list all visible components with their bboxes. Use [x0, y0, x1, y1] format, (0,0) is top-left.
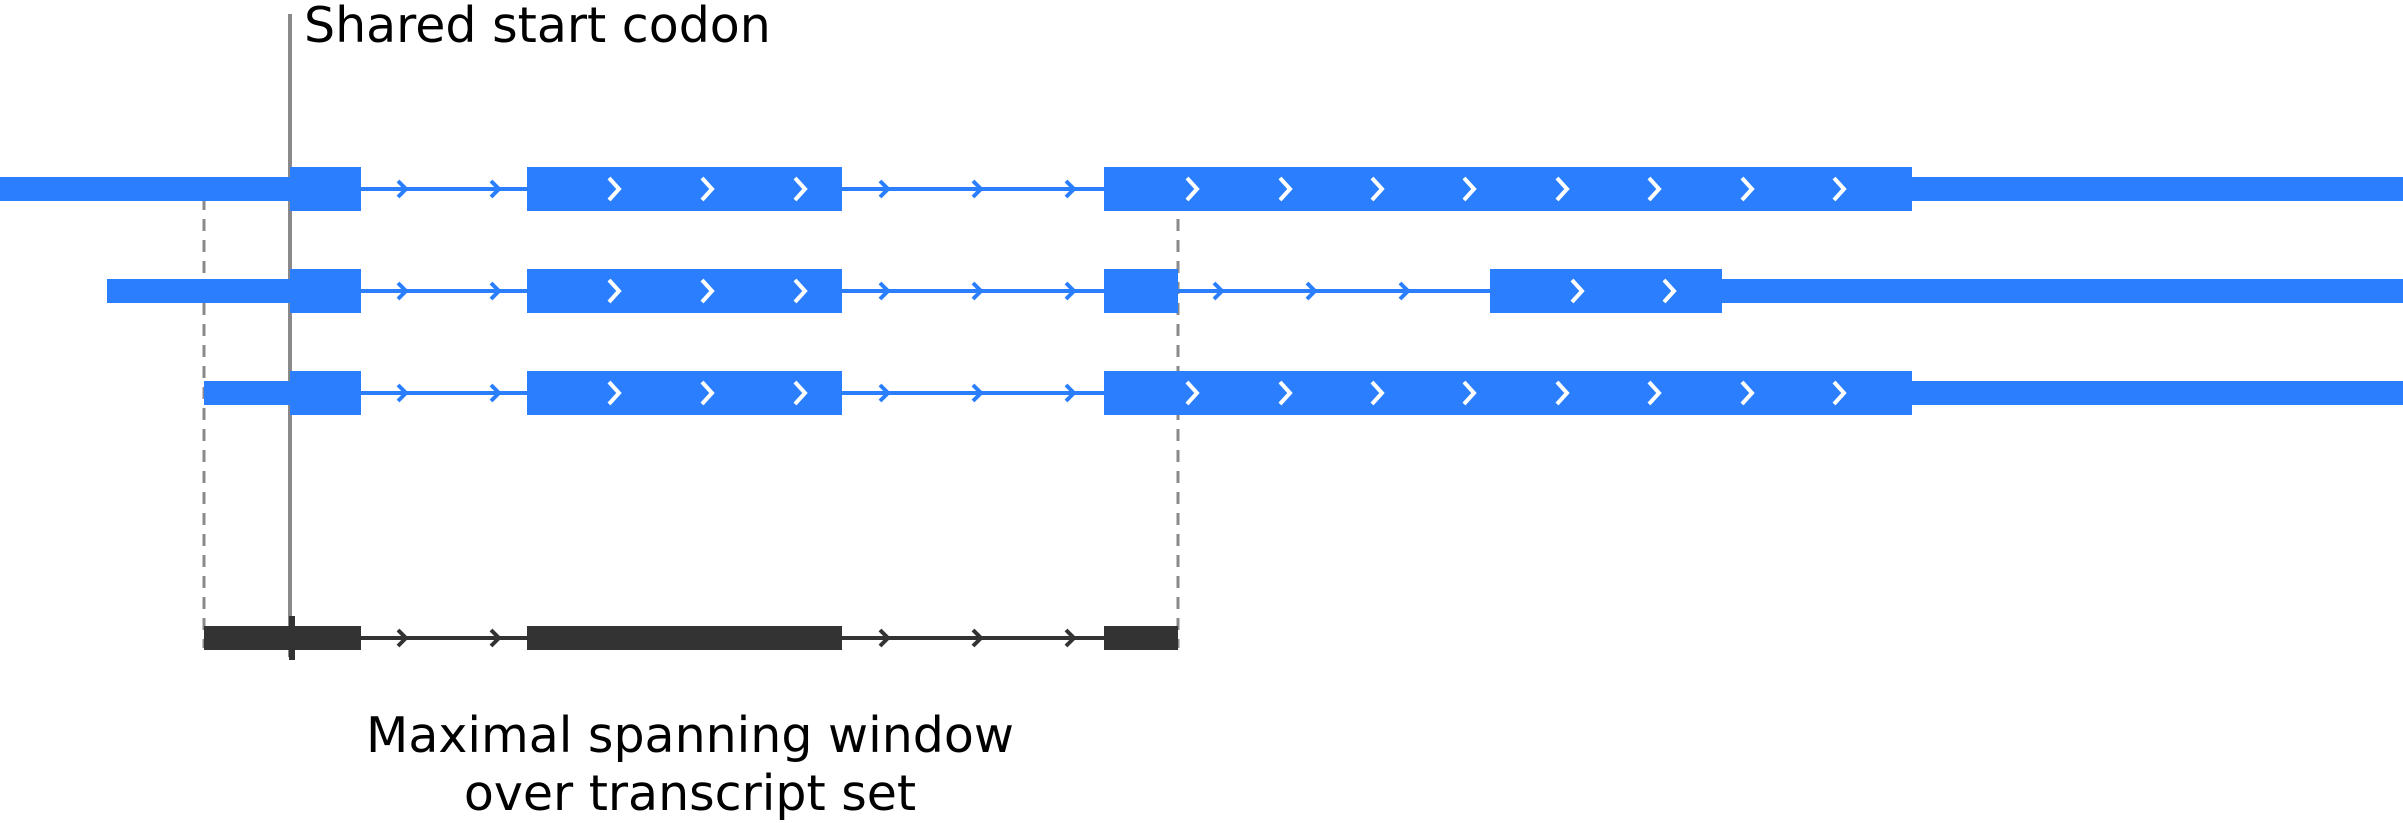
exon [290, 269, 361, 313]
exon [527, 269, 842, 313]
transcript-3 [204, 371, 2403, 415]
intron-chevron [1064, 281, 1077, 301]
exon-chevron [1462, 380, 1477, 406]
exon-chevron [700, 278, 715, 304]
utr-3prime [1912, 381, 2403, 405]
exon-chevron [700, 380, 715, 406]
exon-chevron [1832, 176, 1847, 202]
exon [527, 167, 842, 211]
exon-chevron [793, 176, 808, 202]
exon-chevron [1740, 176, 1755, 202]
window-label-line2: over transcript set [464, 765, 916, 822]
utr-3prime [1912, 177, 2403, 201]
intron-chevron [396, 281, 409, 301]
intron-chevron [1064, 179, 1077, 199]
intron-chevron [1212, 281, 1225, 301]
intron-chevron [971, 383, 984, 403]
exon [1490, 269, 1722, 313]
intron-chevron [396, 628, 409, 648]
intron-chevron [878, 179, 891, 199]
start-codon-tick [289, 616, 295, 660]
exon-chevron [1647, 176, 1662, 202]
exon-chevron [1462, 176, 1477, 202]
exon [290, 167, 361, 211]
exon [1104, 371, 1912, 415]
intron-chevron [396, 383, 409, 403]
intron-chevron [878, 628, 891, 648]
transcript-1 [0, 167, 2403, 211]
exon [1104, 269, 1178, 313]
exon-chevron [700, 176, 715, 202]
intron-chevron [878, 383, 891, 403]
exon-chevron [1647, 380, 1662, 406]
exon [1104, 167, 1912, 211]
exon-chevron [607, 176, 622, 202]
intron-chevron [878, 281, 891, 301]
intron-chevron [971, 179, 984, 199]
spanning-window-track [204, 616, 1178, 660]
intron-chevron [489, 281, 502, 301]
utr-5prime [107, 279, 290, 303]
transcript-2 [107, 269, 2403, 313]
exon [290, 371, 361, 415]
intron-chevron [489, 628, 502, 648]
exon-chevron [1662, 278, 1677, 304]
intron-chevron [1064, 628, 1077, 648]
window-label-line1: Maximal spanning window [366, 707, 1014, 764]
window-exon [527, 626, 842, 650]
exon-chevron [1370, 176, 1385, 202]
exon-chevron [1278, 176, 1293, 202]
exon-chevron [607, 380, 622, 406]
exon-chevron [1740, 380, 1755, 406]
utr-5prime [0, 177, 290, 201]
exon-chevron [1832, 380, 1847, 406]
intron-chevron [971, 281, 984, 301]
exon-chevron [1555, 380, 1570, 406]
intron-chevron [489, 383, 502, 403]
intron-chevron [971, 628, 984, 648]
exon-chevron [1185, 176, 1200, 202]
exon-chevron [793, 278, 808, 304]
exon-chevron [1555, 176, 1570, 202]
exon-chevron [793, 380, 808, 406]
intron-chevron [1064, 383, 1077, 403]
exon-chevron [1570, 278, 1585, 304]
window-exon [204, 626, 361, 650]
exon-chevron [607, 278, 622, 304]
start-codon-label: Shared start codon [304, 0, 771, 54]
exon-chevron [1185, 380, 1200, 406]
exon-chevron [1278, 380, 1293, 406]
intron-chevron [1398, 281, 1411, 301]
exon [527, 371, 842, 415]
intron-chevron [489, 179, 502, 199]
utr-5prime [204, 381, 290, 405]
intron-chevron [396, 179, 409, 199]
window-exon [1104, 626, 1178, 650]
intron-chevron [1305, 281, 1318, 301]
exon-chevron [1370, 380, 1385, 406]
utr-3prime [1722, 279, 2403, 303]
